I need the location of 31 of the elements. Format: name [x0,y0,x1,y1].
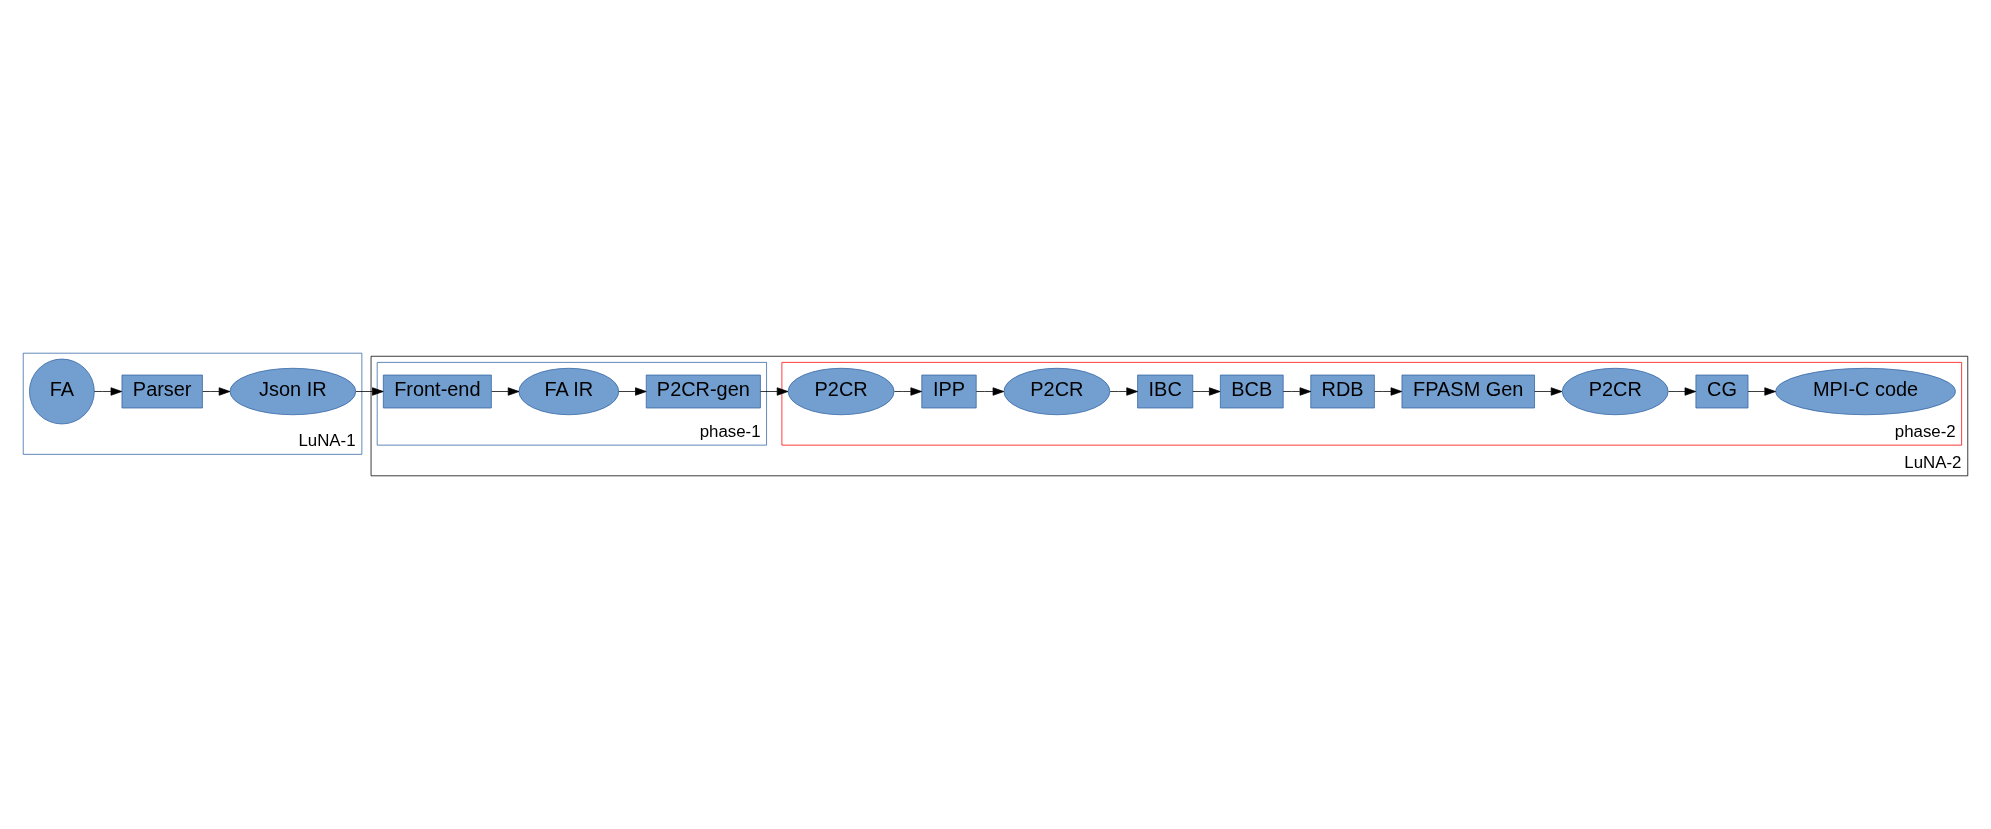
arrow [1747,387,1776,396]
arrow [491,387,520,396]
arrow [894,387,922,396]
arrow [1374,387,1403,396]
node-box: BCB [1219,374,1284,409]
node-ellipse: P2CR [1003,367,1111,416]
node-box: RDB [1310,374,1375,409]
arrow [355,387,384,396]
node-box: FPASM Gen [1401,374,1535,409]
node-box: IPP [921,374,977,409]
arrow [1534,387,1563,396]
node-circle: FA [29,358,95,425]
arrow [618,387,647,396]
arrow [760,387,789,396]
node-box: CG [1695,374,1749,409]
node-ellipse: P2CR [787,367,895,416]
arrow [1282,387,1312,396]
arrow [94,387,123,396]
arrow [1109,387,1138,396]
node-ellipse: P2CR [1561,367,1669,416]
arrow [1668,387,1697,396]
node-box: P2CR-gen [645,374,761,409]
arrow [975,387,1005,396]
node-box: Front-end [382,374,492,409]
node-box: IBC [1137,374,1194,409]
node-ellipse: Json IR [229,367,357,416]
node-ellipse: FA IR [518,367,620,416]
node-box: Parser [121,374,203,409]
node-ellipse: MPI-C code [1775,367,1956,416]
arrow [1192,387,1221,396]
arrow [202,387,231,396]
